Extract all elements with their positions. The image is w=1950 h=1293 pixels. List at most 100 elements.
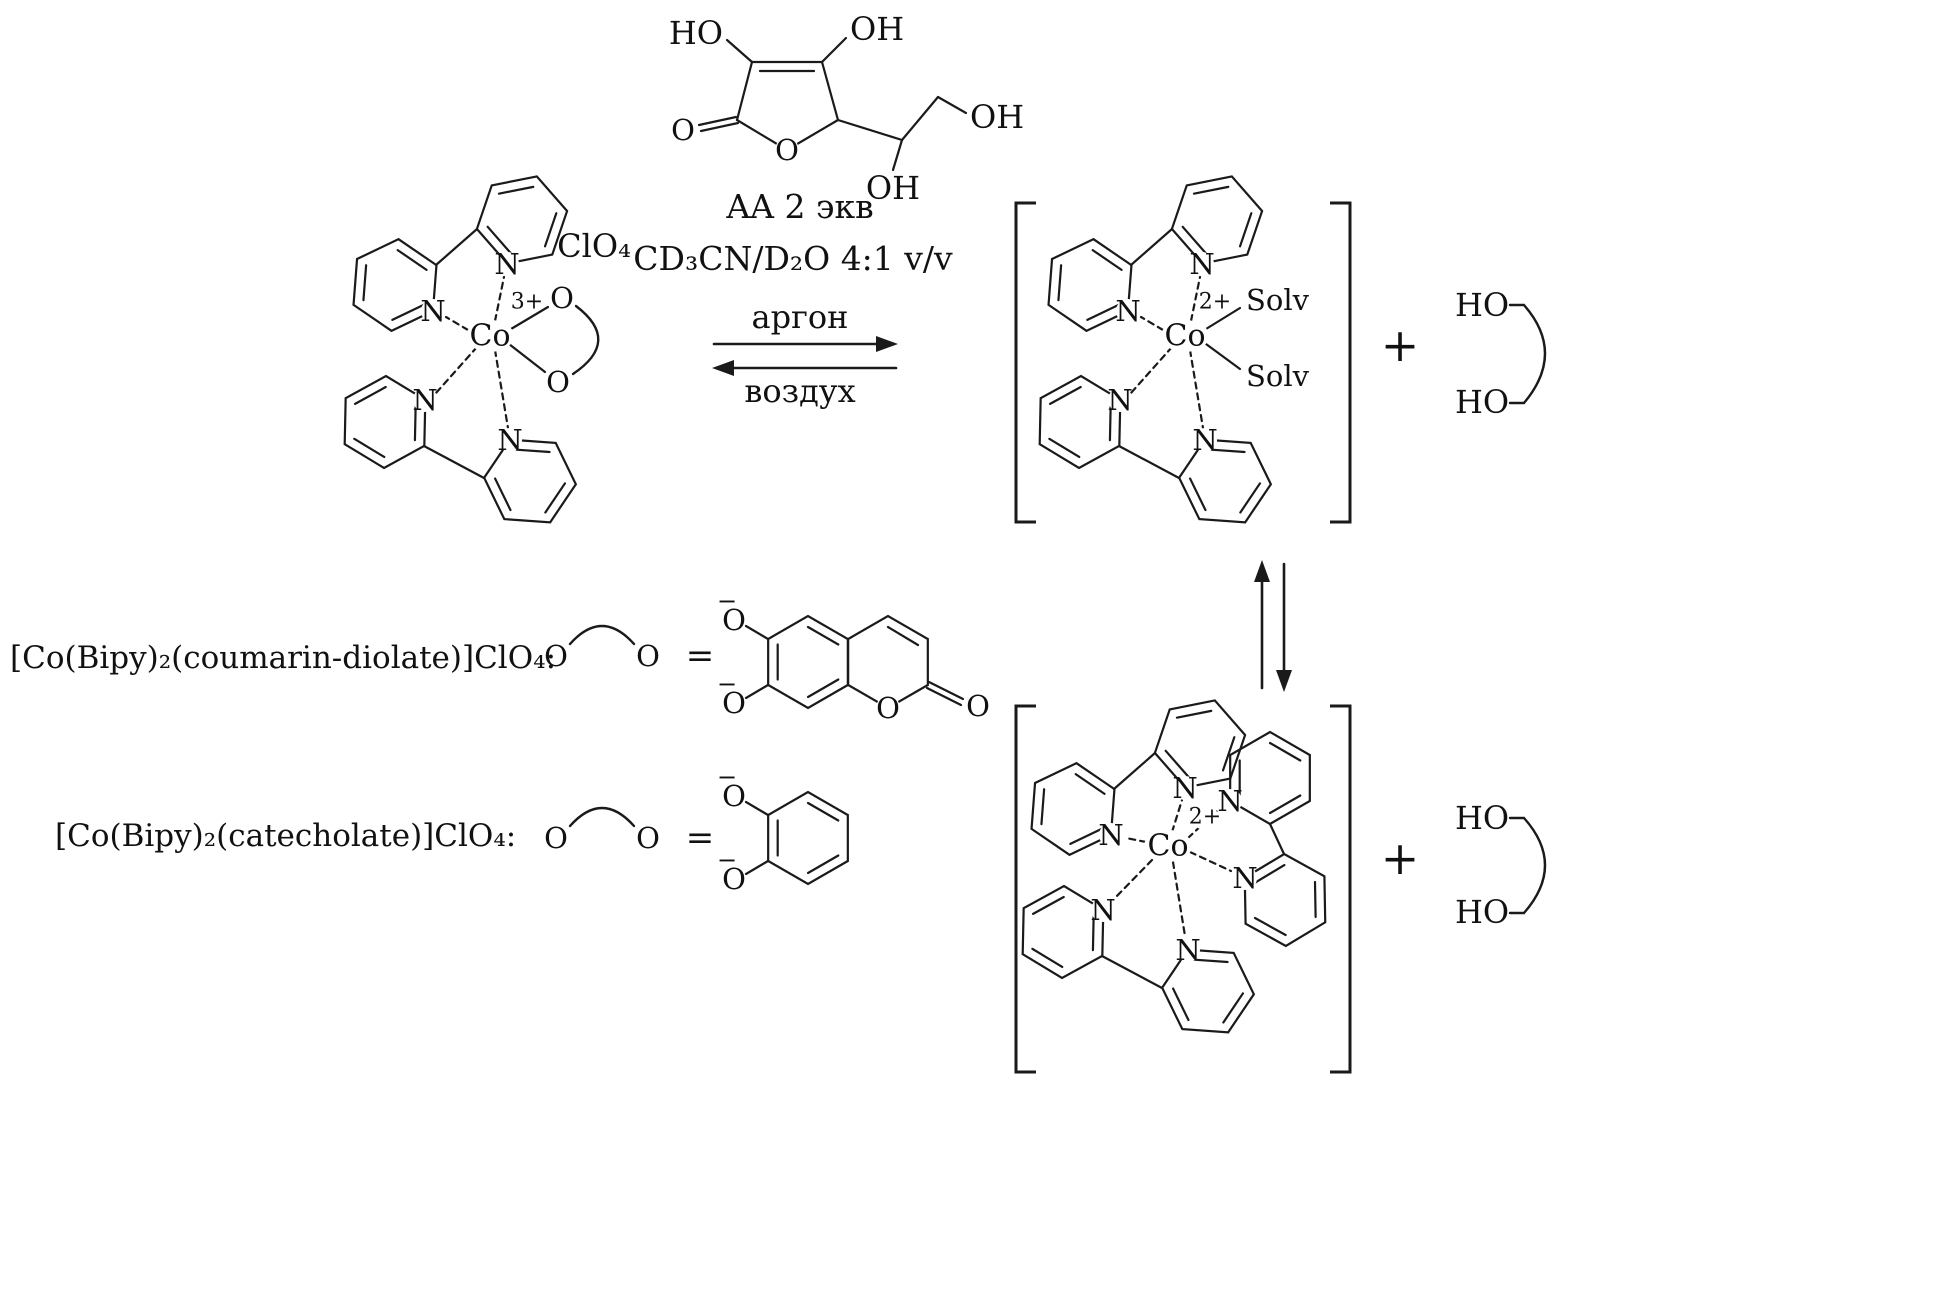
minus-charge: − bbox=[717, 670, 737, 698]
complex-name: [Co(Bipy)₂(coumarin-diolate)]ClO₄: bbox=[10, 640, 556, 676]
diol-product: HO HO bbox=[1455, 799, 1547, 931]
atom-mask bbox=[876, 696, 900, 720]
olate-oxygen-label: O bbox=[722, 686, 746, 720]
bipyridine-link-bond bbox=[1129, 227, 1174, 267]
minus-charge: − bbox=[717, 846, 737, 874]
chelate-arc bbox=[571, 304, 600, 376]
equals-sign: = bbox=[686, 636, 715, 676]
nitrogen-label: N bbox=[412, 383, 437, 417]
reaction-conditions: AA 2 экв CD₃CN/D₂O 4:1 v/v аргон воздух bbox=[633, 187, 953, 410]
atom-mask bbox=[1099, 823, 1123, 847]
olate-oxygen-label: O bbox=[722, 603, 746, 637]
co-n-dashed-bond bbox=[434, 345, 479, 395]
solvent-system: CD₃CN/D₂O 4:1 v/v bbox=[633, 239, 953, 278]
oxygen-label: O bbox=[544, 639, 568, 673]
co-n-dashed-bond bbox=[444, 315, 470, 332]
nitrogen-label: N bbox=[1098, 818, 1123, 852]
carbonyl-bond bbox=[925, 686, 963, 707]
co-n-dashed-bond bbox=[1129, 345, 1174, 395]
co-o-bond bbox=[507, 342, 547, 374]
tris-bipyridine-cobalt-complex: N N N N N N Co 2+ + HO HO bbox=[1002, 686, 1547, 1074]
nitrogen-label: N bbox=[1107, 383, 1132, 417]
bipyridine-link-bond bbox=[1117, 444, 1181, 480]
reverse-condition: воздух bbox=[744, 372, 855, 410]
left-bracket bbox=[1014, 704, 1036, 1074]
atom-mask bbox=[421, 299, 445, 323]
co-n-dashed-bond bbox=[1124, 836, 1148, 844]
bipyridine-link-bond bbox=[422, 444, 486, 480]
chelate-arc bbox=[568, 624, 636, 646]
co-n-dashed-bond bbox=[493, 275, 506, 323]
atom-mask bbox=[1108, 388, 1132, 412]
carbonyl-bond bbox=[927, 680, 965, 701]
benzene-ring bbox=[747, 603, 869, 721]
hydroxyl-label: OH bbox=[850, 10, 904, 48]
atom-mask bbox=[1116, 299, 1140, 323]
forward-arrowhead bbox=[876, 336, 898, 352]
oxygen-label: O bbox=[550, 281, 574, 315]
nitrogen-label: N bbox=[1090, 893, 1115, 927]
charge-2plus: 2+ bbox=[1199, 290, 1231, 315]
reagent-equivalents: AA 2 экв bbox=[725, 187, 873, 226]
diol-backbone-arc bbox=[1508, 303, 1547, 405]
double-bond bbox=[697, 115, 738, 127]
bond bbox=[725, 38, 754, 64]
atom-mask bbox=[1091, 898, 1115, 922]
nitrogen-label: N bbox=[1192, 423, 1217, 457]
atom-mask bbox=[1193, 428, 1217, 452]
hydroxyl-label: OH bbox=[866, 169, 920, 207]
pyridine-ring bbox=[472, 421, 588, 541]
c-o-bond bbox=[744, 800, 770, 817]
atom-mask bbox=[1233, 866, 1257, 890]
reverse-arrowhead bbox=[712, 360, 734, 376]
carbonyl-oxygen-label: O bbox=[966, 689, 990, 723]
atom-mask bbox=[1173, 776, 1197, 800]
cobalt-label: Co bbox=[1164, 319, 1205, 354]
bond bbox=[820, 36, 848, 64]
c-o-bond bbox=[744, 683, 770, 700]
co-o-bond bbox=[509, 305, 550, 331]
atom-mask bbox=[550, 286, 574, 310]
vertical-equilibrium-arrows bbox=[1254, 560, 1292, 692]
hydroxyl-label: HO bbox=[1455, 383, 1509, 421]
solvent-ligand-label: Solv bbox=[1246, 359, 1310, 393]
left-bracket bbox=[1014, 201, 1036, 524]
equals-sign: = bbox=[686, 818, 715, 858]
cobalt-label: Co bbox=[1147, 829, 1188, 864]
nitrogen-label: N bbox=[1232, 861, 1257, 895]
atom-mask bbox=[775, 138, 799, 162]
co-n-dashed-bond bbox=[493, 348, 510, 430]
diol-product: HO HO bbox=[1455, 286, 1547, 421]
olate-oxygen-label: O bbox=[722, 862, 746, 896]
hydroxyl-label: HO bbox=[1455, 799, 1509, 837]
forward-condition: аргон bbox=[752, 298, 849, 336]
nitrogen-label: N bbox=[420, 294, 445, 328]
counterion-label: ClO₄ bbox=[557, 227, 631, 265]
plus-sign: + bbox=[1381, 831, 1420, 885]
atom-mask bbox=[1190, 252, 1214, 276]
oxygen-label: O bbox=[546, 365, 570, 399]
nitrogen-label: N bbox=[494, 247, 519, 281]
ascorbic-bonds bbox=[697, 36, 968, 172]
olate-oxygen-label: O bbox=[722, 779, 746, 813]
plus-sign: + bbox=[1381, 318, 1420, 372]
diol-backbone-arc bbox=[1508, 816, 1547, 915]
pyridine-ring bbox=[1163, 162, 1271, 278]
ring-oxygen-label: O bbox=[876, 691, 900, 725]
co-n-dashed-bond bbox=[1171, 860, 1187, 938]
left-cobalt-complex: N N N N Co 3+ O O ClO₄ bbox=[324, 162, 631, 541]
bipyridine-link-bond bbox=[1100, 954, 1164, 990]
hydroxyl-label: HO bbox=[1455, 286, 1509, 324]
hydroxyl-label: OH bbox=[970, 98, 1024, 136]
bond bbox=[891, 138, 904, 172]
benzene-ring bbox=[747, 779, 869, 897]
complex-name: [Co(Bipy)₂(catecholate)]ClO₄: bbox=[55, 818, 516, 854]
atom-mask bbox=[498, 428, 522, 452]
chelate-arc bbox=[568, 806, 636, 828]
right-bracket bbox=[1330, 201, 1352, 524]
atom-mask bbox=[466, 320, 514, 352]
charge-3plus: 3+ bbox=[511, 290, 543, 315]
co-n-dashed-bond bbox=[1188, 348, 1205, 430]
